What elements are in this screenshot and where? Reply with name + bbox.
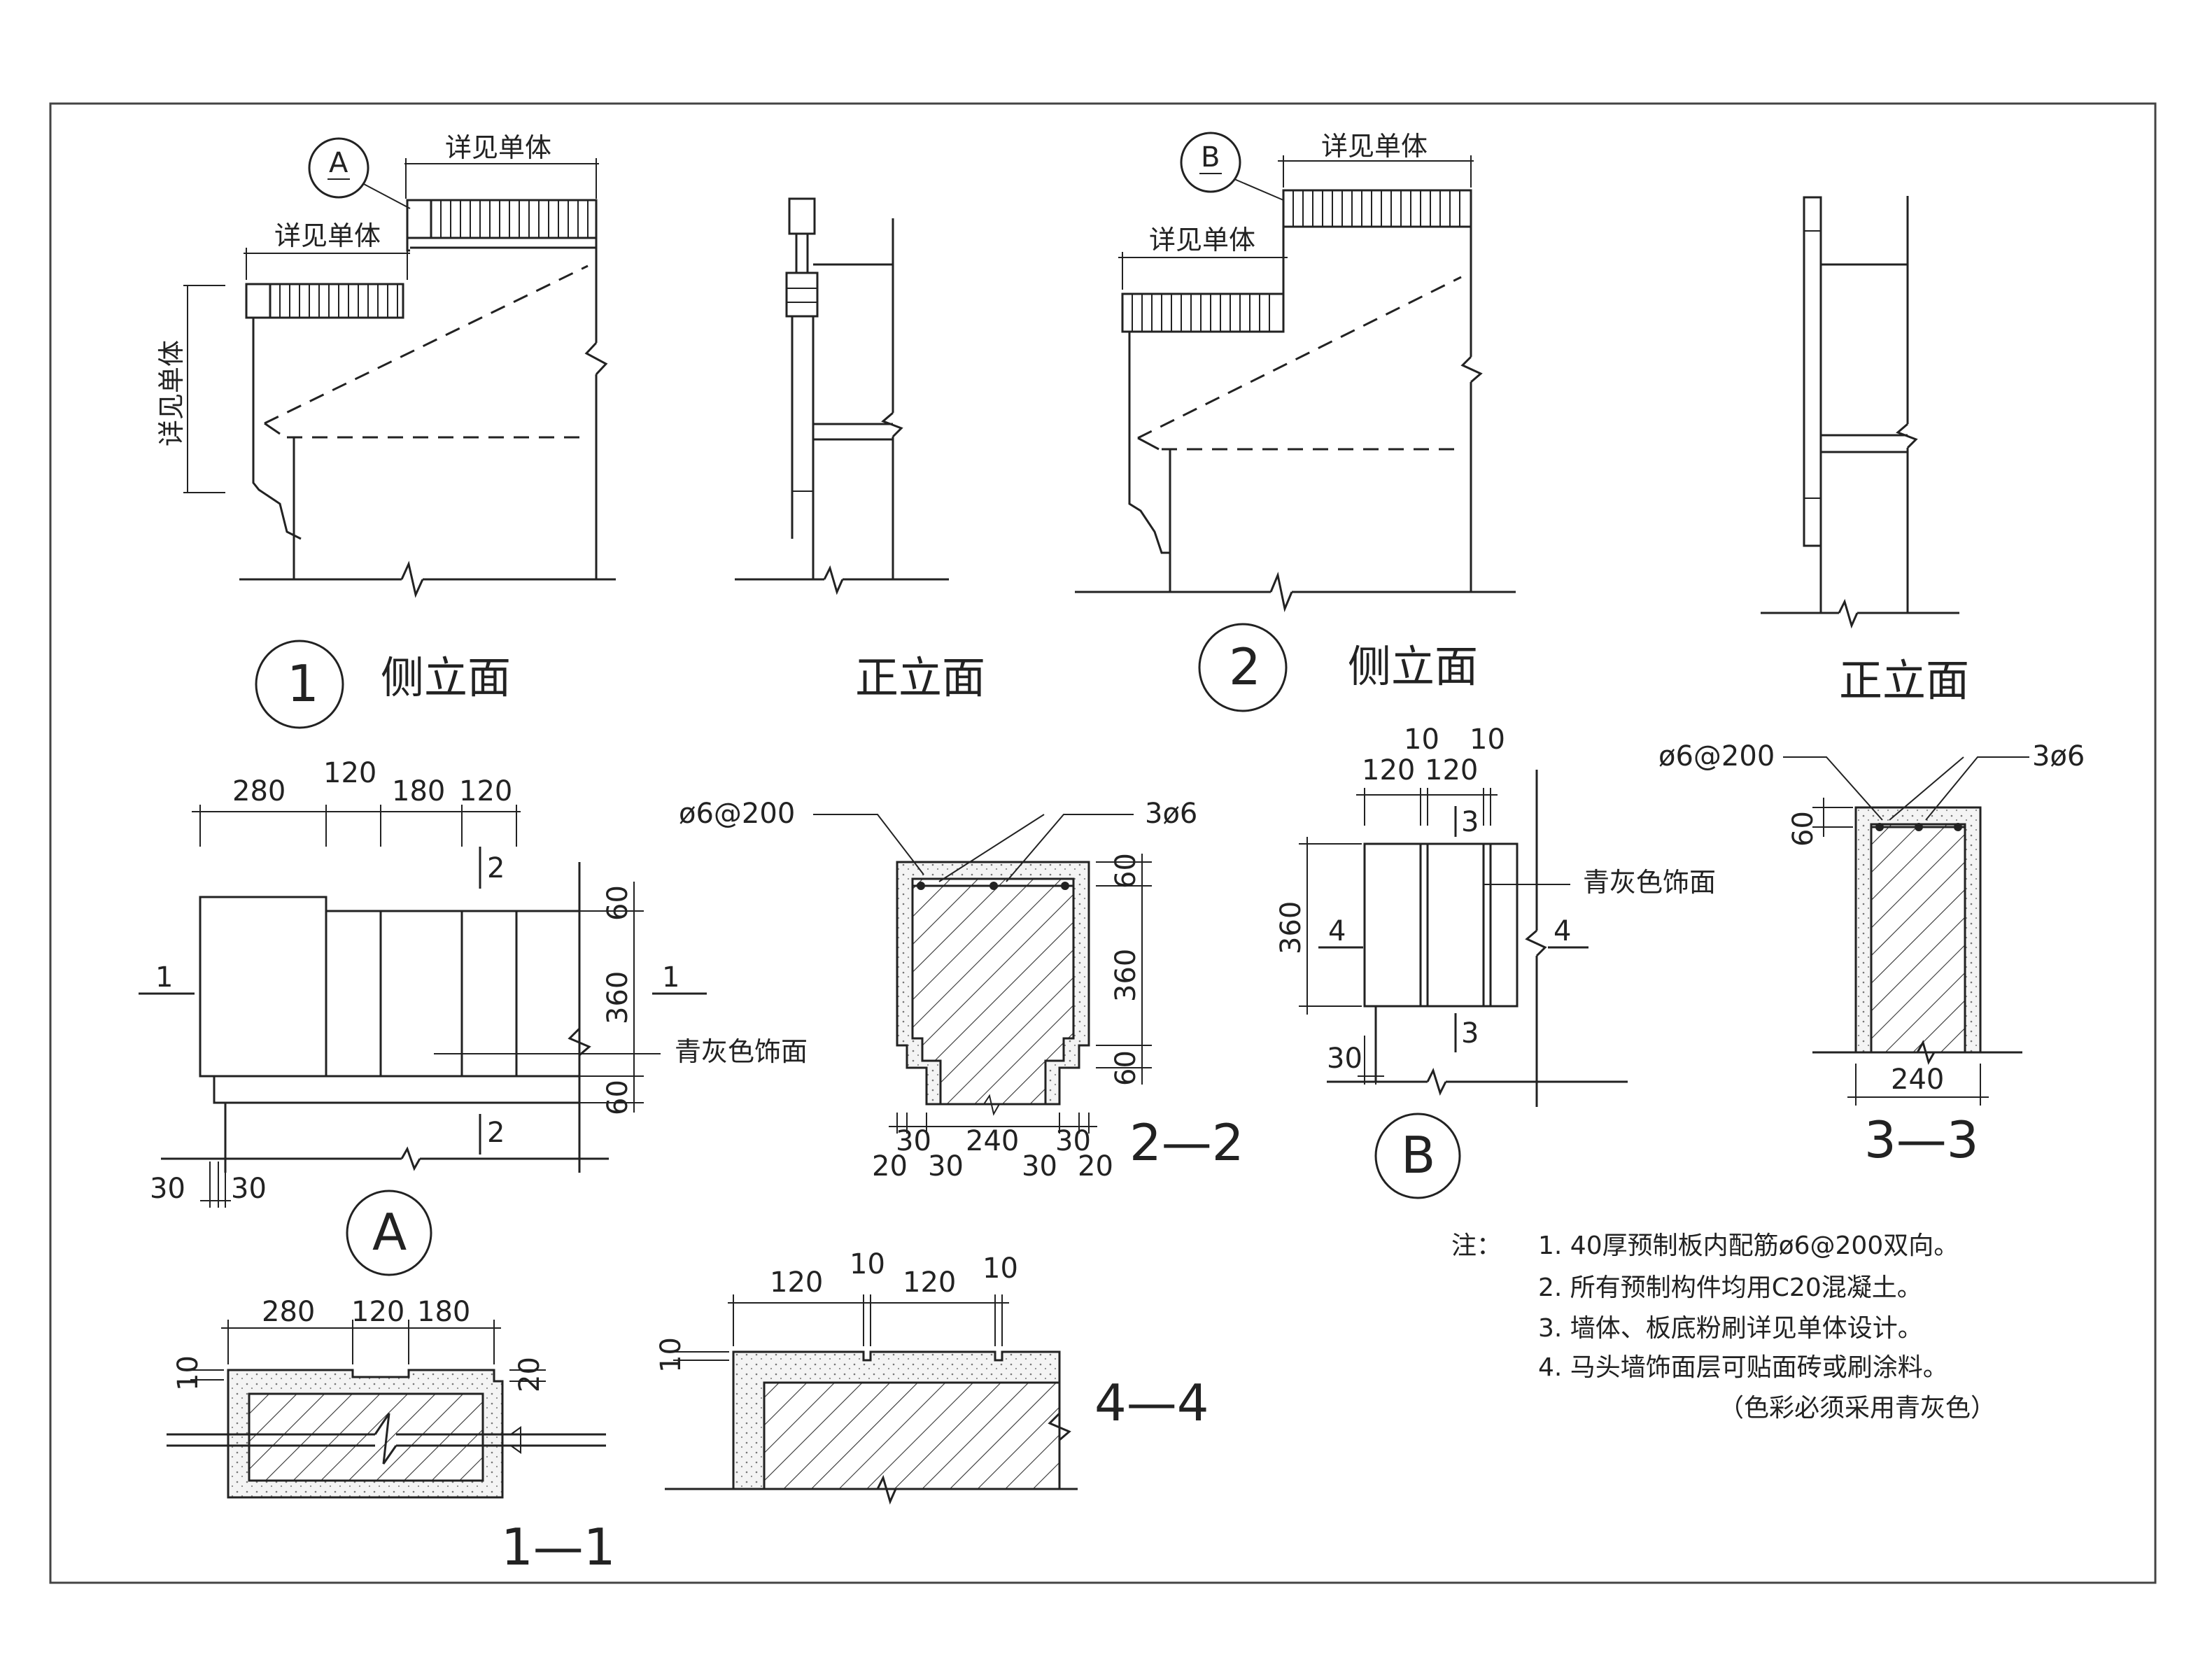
detail-b-title: B xyxy=(1401,1126,1435,1185)
see-unit-label-mid: 详见单体 xyxy=(274,220,381,251)
dim-a-180: 180 xyxy=(392,775,445,807)
section-11-title: 1—1 xyxy=(501,1518,616,1576)
view-2-side-title: 侧立面 xyxy=(1348,641,1478,692)
sheet-border xyxy=(49,102,2157,1584)
notes-heading: 注： xyxy=(1451,1231,1502,1260)
section-mark-2-bottom: 2 xyxy=(487,1117,505,1149)
detail-a: 280 120 180 120 60 360 60 1 1 2 2 青灰色饰面 … xyxy=(139,757,808,1276)
dim-11-10: 10 xyxy=(172,1355,204,1391)
dim-b-10: 10 xyxy=(1404,723,1439,756)
see-unit-label-top-2: 详见单体 xyxy=(1321,131,1428,162)
detail-b: 10 10 120 120 360 3 3 4 4 青灰色饰面 30 B xyxy=(1275,723,1716,1199)
dim-22-60: 60 xyxy=(1110,853,1142,889)
dim-44-10c: 10 xyxy=(655,1337,687,1373)
note-extra: （色彩必须采用青灰色） xyxy=(1719,1394,1996,1423)
section-1-1: 280 120 180 10 20 1—1 xyxy=(167,1296,616,1576)
dim-b-120: 120 xyxy=(1362,754,1415,786)
section-22-title: 2—2 xyxy=(1129,1113,1244,1172)
dim-a-60: 60 xyxy=(602,885,634,921)
dim-11-20: 20 xyxy=(514,1357,546,1392)
dim-22-240: 240 xyxy=(966,1125,1019,1157)
view-2-number-circle xyxy=(1198,623,1288,712)
dim-22-30c: 30 xyxy=(928,1150,964,1183)
note-2: 2. 所有预制构件均用C20混凝土。 xyxy=(1538,1273,1922,1302)
detail-a-title: A xyxy=(372,1203,407,1262)
dim-33-240: 240 xyxy=(1891,1064,1944,1096)
section-mark-3-top: 3 xyxy=(1461,806,1479,838)
detail-b-circle xyxy=(1374,1113,1461,1199)
note-4: 4. 马头墙饰面层可贴面砖或刷涂料。 xyxy=(1538,1353,1948,1382)
dim-22-360: 360 xyxy=(1110,949,1142,1002)
rebar-main-label-33: 3ø6 xyxy=(2032,740,2085,772)
dim-22-60b: 60 xyxy=(1110,1050,1142,1086)
view-1-front-title: 正立面 xyxy=(855,652,985,703)
elevation-1-side: 详见单体 详见单体 详见单体 A xyxy=(156,132,616,598)
ref-bubble-a-icon xyxy=(308,137,369,199)
dim-b-10b: 10 xyxy=(1470,723,1505,756)
dim-b-30: 30 xyxy=(1327,1043,1362,1075)
view-1-number: 1 xyxy=(287,654,319,713)
dim-a-120b: 120 xyxy=(459,775,512,807)
elevation-2-front xyxy=(1761,196,1959,629)
see-unit-label-top: 详见单体 xyxy=(445,132,551,163)
rebar-main-label-22: 3ø6 xyxy=(1145,798,1197,830)
dim-11-180: 180 xyxy=(417,1296,470,1328)
view-2-number: 2 xyxy=(1229,637,1261,696)
dim-44-120b: 120 xyxy=(903,1266,956,1299)
dim-a-120: 120 xyxy=(323,757,376,789)
ref-bubble-b-icon xyxy=(1180,132,1241,193)
section-mark-2-top: 2 xyxy=(487,852,505,884)
ref-bubble-b-label: B xyxy=(1201,141,1220,174)
dim-a-360: 360 xyxy=(602,971,634,1024)
detail-a-circle xyxy=(346,1190,432,1276)
see-unit-label-vertical: 详见单体 xyxy=(156,340,187,446)
finish-label-a: 青灰色饰面 xyxy=(675,1036,808,1067)
dim-22-30b: 30 xyxy=(1055,1125,1091,1157)
section-2-2: ø6@200 3ø6 60 360 60 30 240 30 20 30 30 … xyxy=(679,798,1244,1183)
general-notes: 注： 1. 40厚预制板内配筋ø6@200双向。 2. 所有预制构件均用C20混… xyxy=(1451,1231,1996,1423)
finish-label-b: 青灰色饰面 xyxy=(1583,867,1716,898)
section-33-title: 3—3 xyxy=(1864,1110,1979,1169)
view-1-side-title: 侧立面 xyxy=(381,652,511,703)
elevation-2-side: 详见单体 详见单体 B xyxy=(1075,131,1516,613)
dim-b-120b: 120 xyxy=(1425,754,1478,786)
elevation-1-front xyxy=(735,197,949,595)
section-3-3: ø6@200 3ø6 60 240 3—3 xyxy=(1658,740,2085,1169)
dim-44-10: 10 xyxy=(850,1248,885,1280)
see-unit-label-mid-2: 详见单体 xyxy=(1149,225,1255,255)
dim-b-360: 360 xyxy=(1275,901,1307,954)
dim-22-20: 20 xyxy=(872,1150,908,1183)
dim-22-20b: 20 xyxy=(1078,1150,1113,1183)
dim-a-30b: 30 xyxy=(231,1173,267,1205)
note-3: 3. 墙体、板底粉刷详见单体设计。 xyxy=(1538,1314,1923,1343)
section-mark-1-left: 1 xyxy=(155,961,173,994)
view-2-front-title: 正立面 xyxy=(1839,655,1969,706)
rebar-stirrup-label-33: ø6@200 xyxy=(1658,740,1775,772)
section-mark-1-right: 1 xyxy=(662,961,679,994)
section-mark-4-right: 4 xyxy=(1554,915,1571,947)
dim-a-280: 280 xyxy=(232,775,286,807)
dim-11-280: 280 xyxy=(262,1296,315,1328)
section-4-4: 120 10 120 10 10 4—4 xyxy=(655,1248,1209,1505)
note-1: 1. 40厚预制板内配筋ø6@200双向。 xyxy=(1538,1231,1959,1260)
dim-44-120: 120 xyxy=(770,1266,823,1299)
dim-22-30d: 30 xyxy=(1022,1150,1057,1183)
dim-11-120: 120 xyxy=(351,1296,404,1328)
dim-33-60: 60 xyxy=(1787,811,1819,847)
dim-44-10b: 10 xyxy=(982,1252,1018,1285)
section-mark-3-bottom: 3 xyxy=(1461,1017,1479,1050)
dim-a-30: 30 xyxy=(150,1173,185,1205)
dim-a-60b: 60 xyxy=(602,1080,634,1115)
ref-bubble-a-label: A xyxy=(329,147,348,179)
rebar-stirrup-label-22: ø6@200 xyxy=(679,798,795,830)
view-1-number-circle xyxy=(255,640,344,729)
dim-22-30: 30 xyxy=(896,1125,931,1157)
section-mark-4-left: 4 xyxy=(1328,915,1346,947)
section-44-title: 4—4 xyxy=(1094,1374,1209,1432)
